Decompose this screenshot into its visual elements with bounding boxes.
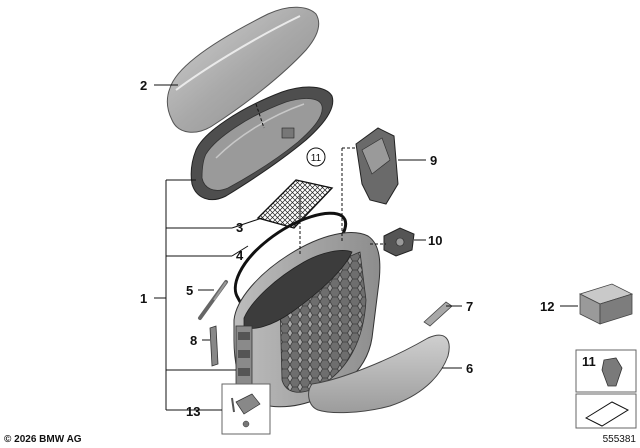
case-body (233, 232, 381, 408)
copyright: © 2026 BMW AG (4, 434, 82, 445)
callout-7: 7 (466, 299, 473, 314)
callout-4: 4 (236, 248, 244, 263)
outer-lid (166, 6, 320, 133)
callout-6: 6 (466, 361, 473, 376)
callout-1: 1 (140, 291, 147, 306)
diagram-number: 555381 (603, 434, 637, 445)
gas-strut (198, 280, 228, 320)
callout-11-circle: 11 (311, 153, 322, 164)
leader-lines (154, 84, 578, 411)
clip-box (575, 349, 637, 429)
callout-10: 10 (428, 233, 442, 248)
callout-11-box: 11 (582, 354, 596, 369)
side-cover (308, 334, 450, 414)
handle (209, 325, 219, 367)
lid-inner-shell (190, 86, 334, 200)
callout-13: 13 (186, 404, 200, 419)
kit-box (578, 283, 634, 325)
callout-3: 3 (236, 220, 243, 235)
lock (383, 227, 415, 257)
callout-9: 9 (430, 153, 437, 168)
callout-5: 5 (186, 283, 193, 298)
screw-box (221, 383, 271, 435)
bracket (355, 127, 399, 205)
callout-8: 8 (190, 333, 197, 348)
callout-11-ring (306, 147, 326, 167)
callout-2: 2 (140, 78, 147, 93)
callout-12: 12 (540, 299, 554, 314)
storage-net (256, 179, 334, 229)
